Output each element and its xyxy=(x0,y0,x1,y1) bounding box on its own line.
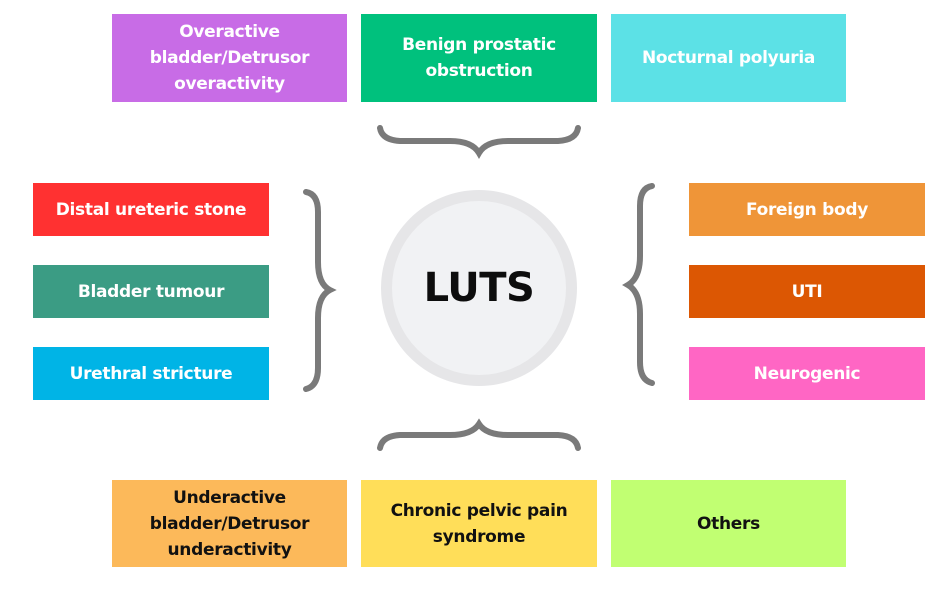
bottom-brace-icon xyxy=(377,418,581,451)
left-brace-icon xyxy=(303,189,337,392)
cause-underactive-bladder: Underactive bladder/Detrusor underactivi… xyxy=(112,480,347,567)
center-label: LUTS xyxy=(423,265,535,311)
center-node-inner: LUTS xyxy=(392,201,566,375)
cause-foreign-body: Foreign body xyxy=(689,183,925,236)
center-node: LUTS xyxy=(381,190,577,386)
cause-others: Others xyxy=(611,480,846,567)
cause-distal-ureteric-stone: Distal ureteric stone xyxy=(33,183,269,236)
cause-chronic-pelvic-pain-syndrome: Chronic pelvic pain syndrome xyxy=(361,480,597,567)
right-brace-icon xyxy=(622,183,655,386)
cause-uti: UTI xyxy=(689,265,925,318)
cause-benign-prostatic-obstruction: Benign prostatic obstruction xyxy=(361,14,597,102)
cause-bladder-tumour: Bladder tumour xyxy=(33,265,269,318)
top-brace-icon xyxy=(377,125,581,159)
cause-overactive-bladder: Overactive bladder/Detrusor overactivity xyxy=(112,14,347,102)
cause-neurogenic: Neurogenic xyxy=(689,347,925,400)
cause-nocturnal-polyuria: Nocturnal polyuria xyxy=(611,14,846,102)
cause-urethral-stricture: Urethral stricture xyxy=(33,347,269,400)
